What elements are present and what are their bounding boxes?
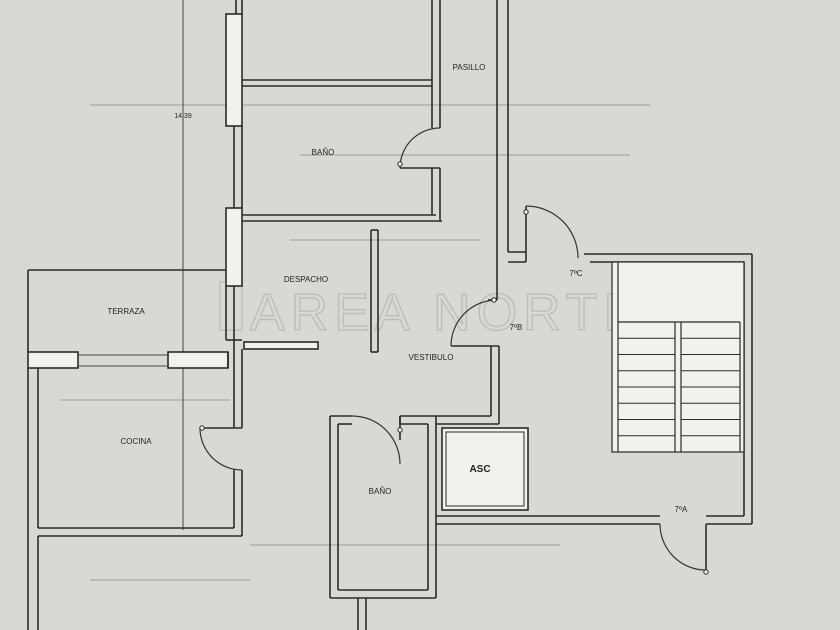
dimension-label: 14.39 bbox=[174, 113, 192, 120]
room-label-asc: ASC bbox=[469, 464, 490, 475]
staircase bbox=[611, 261, 745, 453]
room-label-despacho: DESPACHO bbox=[284, 275, 328, 284]
watermark: AREA NORTE bbox=[219, 281, 644, 343]
walls bbox=[27, 0, 753, 630]
room-label-bano-upper: BAÑO bbox=[312, 148, 335, 157]
watermark-text: AREA NORTE bbox=[250, 284, 644, 342]
unit-label-7b: 7ºB bbox=[510, 323, 523, 332]
room-label-vestibulo: VESTIBULO bbox=[409, 353, 454, 362]
unit-label-7a: 7ºA bbox=[675, 505, 688, 514]
room-label-cocina: COCINA bbox=[120, 437, 152, 446]
unit-label-7c: 7ºC bbox=[569, 269, 582, 278]
room-label-bano-lower: BAÑO bbox=[369, 487, 392, 496]
room-labels: PASILLO BAÑO DESPACHO TERRAZA VESTIBULO … bbox=[107, 63, 688, 514]
stair-frame bbox=[611, 261, 745, 453]
door-swings bbox=[199, 127, 709, 575]
room-label-pasillo: PASILLO bbox=[453, 63, 486, 72]
dimension-line: 14.39 bbox=[174, 0, 192, 530]
room-label-terraza: TERRAZA bbox=[107, 307, 145, 316]
